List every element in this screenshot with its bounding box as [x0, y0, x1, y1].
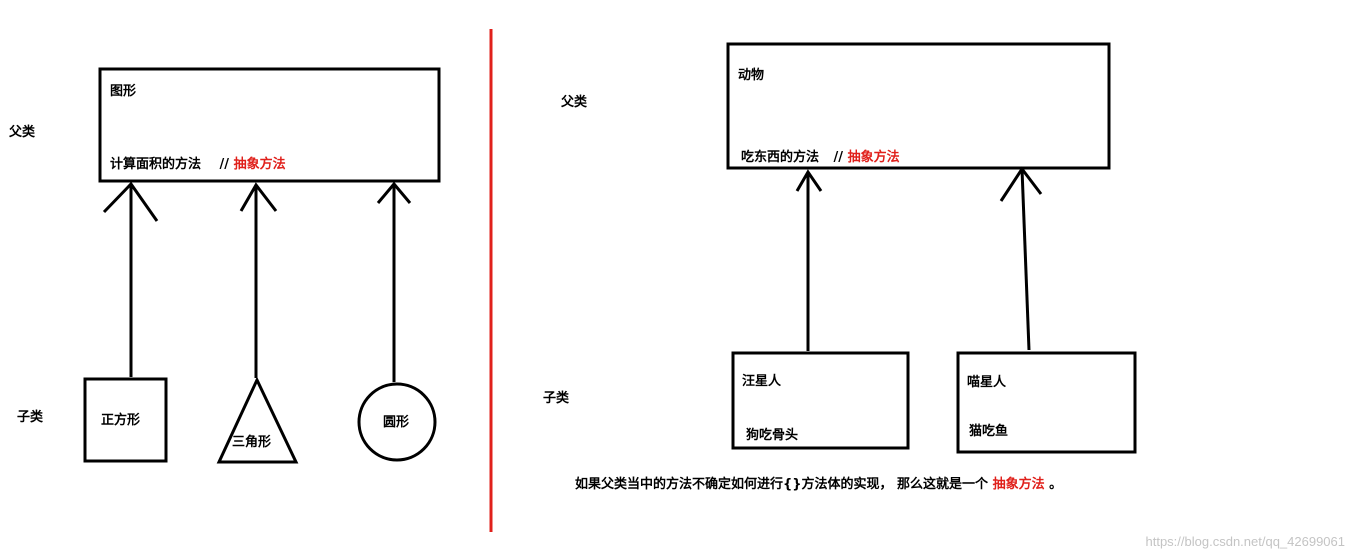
shape-abstract-label: 抽象方法 — [234, 156, 286, 172]
right-parent-label: 父类 — [560, 94, 588, 110]
left-arrows — [102, 181, 412, 382]
cat-box — [956, 351, 1137, 454]
shape-parent-method: 计算面积的方法 // 抽象方法 — [110, 156, 286, 172]
arrowhead-triangle — [239, 182, 278, 212]
animal-method-name: 吃东西的方法 — [741, 149, 819, 165]
shape-parent-box — [98, 67, 441, 183]
animal-parent-method: 吃东西的方法 // 抽象方法 — [741, 149, 900, 165]
circle-shape — [357, 382, 437, 462]
note-end: 。 — [1049, 477, 1062, 492]
watermark: https://blog.csdn.net/qq_42699061 — [1146, 534, 1346, 549]
animal-abstract-label: 抽象方法 — [848, 149, 900, 165]
circle-label: 圆形 — [383, 415, 409, 430]
arrowhead-cat — [999, 166, 1043, 202]
animal-parent-title: 动物 — [738, 67, 764, 83]
shape-method-name: 计算面积的方法 — [110, 156, 201, 172]
dog-desc: 狗吃骨头 — [746, 427, 798, 443]
shape-parent-title: 图形 — [110, 84, 136, 99]
arrowhead-circle — [376, 181, 412, 204]
note-text: 如果父类当中的方法不确定如何进行{}方法体的实现， 那么这就是一个 — [575, 476, 989, 492]
arrowhead-dog — [795, 169, 823, 192]
shape-comment-prefix: // — [220, 157, 230, 172]
triangle-shape — [216, 376, 299, 464]
square-shape — [83, 377, 168, 463]
dog-name: 汪星人 — [742, 373, 782, 389]
animal-comment-prefix: // — [834, 150, 844, 165]
dog-box — [731, 351, 910, 450]
square-label: 正方形 — [101, 412, 140, 428]
cat-name: 喵星人 — [967, 374, 1007, 390]
abstract-method-note: 如果父类当中的方法不确定如何进行{}方法体的实现， 那么这就是一个 抽象方法 。 — [575, 476, 1062, 492]
right-child-label: 子类 — [543, 390, 570, 406]
right-arrows — [795, 166, 1043, 351]
left-parent-label: 父类 — [8, 124, 36, 140]
triangle-label: 三角形 — [232, 434, 271, 450]
left-child-label: 子类 — [17, 409, 44, 425]
arrow-cat-to-animal — [1020, 168, 1031, 351]
note-highlight: 抽象方法 — [993, 476, 1045, 492]
animal-parent-box — [726, 42, 1111, 170]
cat-desc: 猫吃鱼 — [969, 423, 1008, 439]
arrowhead-square — [102, 181, 159, 222]
